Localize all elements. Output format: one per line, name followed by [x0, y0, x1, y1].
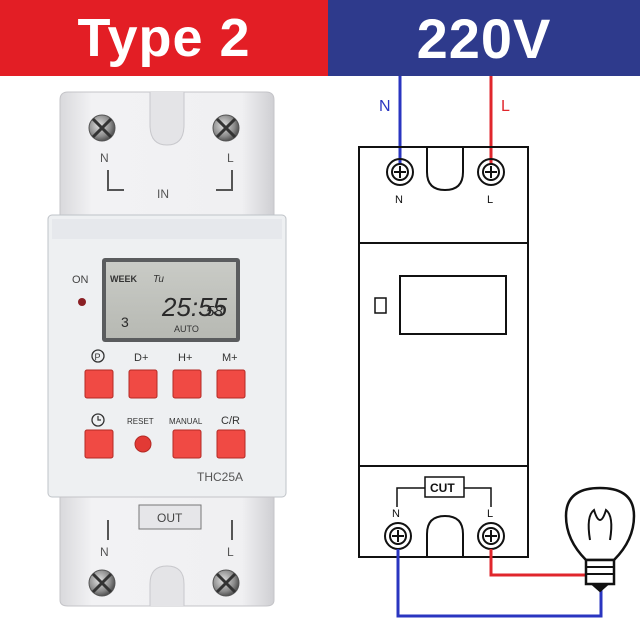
supply-n-label: N	[379, 98, 391, 115]
diagram-display	[399, 275, 507, 335]
cut-label: CUT	[430, 481, 455, 495]
diagram-bottom-slot	[426, 514, 464, 557]
live-load-wire	[489, 549, 588, 577]
lcd-screen	[106, 262, 236, 338]
d-plus-button[interactable]	[128, 369, 158, 399]
reset-button[interactable]	[134, 435, 152, 453]
manual-button[interactable]	[172, 429, 202, 459]
button-m-plus-label: M+	[222, 352, 238, 364]
cr-label: C/R	[221, 415, 240, 427]
diagram-indicator	[374, 297, 387, 314]
model-label: THC25A	[197, 470, 243, 484]
diagram-top-l-label: L	[487, 194, 493, 206]
program-icon: P	[91, 349, 105, 363]
clock-button[interactable]	[84, 429, 114, 459]
diagram-top-n-terminal	[386, 158, 414, 186]
diagram-bottom-l-terminal	[477, 522, 505, 550]
screw-top-right	[212, 114, 240, 142]
type-banner: Type 2	[0, 0, 328, 76]
manual-label: MANUAL	[169, 417, 203, 426]
diagram-top-slot	[426, 147, 464, 192]
h-plus-button[interactable]	[172, 369, 202, 399]
bottom-terminal-l-label: L	[227, 545, 234, 559]
button-h-plus-label: H+	[178, 352, 192, 364]
diagram-bottom-l-label: L	[487, 508, 493, 520]
lcd-day: Tu	[153, 274, 164, 285]
top-terminal-n-label: N	[100, 151, 109, 165]
screw-top-left	[88, 114, 116, 142]
clock-icon	[91, 413, 105, 427]
voltage-banner: 220V	[328, 0, 640, 76]
lcd-mode: AUTO	[174, 324, 199, 334]
cut-label-box	[424, 476, 465, 498]
mount-slot-bottom	[149, 565, 185, 606]
screw-bottom-left	[88, 569, 116, 597]
type-label: Type 2	[77, 8, 251, 68]
program-button[interactable]	[84, 369, 114, 399]
out-label: OUT	[157, 511, 183, 525]
diagram-bottom-n-label: N	[392, 508, 400, 520]
diagram-top-l-terminal	[477, 158, 505, 186]
svg-text:P: P	[95, 352, 101, 362]
button-d-plus-label: D+	[134, 352, 148, 364]
mount-slot-top	[149, 92, 185, 146]
neutral-load-wire	[396, 549, 603, 618]
bottom-terminal-n-label: N	[100, 545, 109, 559]
on-label: ON	[72, 274, 89, 286]
screw-bottom-right	[212, 569, 240, 597]
top-terminal-l-label: L	[227, 151, 234, 165]
m-plus-button[interactable]	[216, 369, 246, 399]
cr-button[interactable]	[216, 429, 246, 459]
supply-l-label: L	[501, 98, 510, 115]
reset-label: RESET	[127, 417, 154, 426]
in-label: IN	[157, 187, 169, 201]
out-label-box	[138, 504, 202, 530]
lcd-time: 25:55	[161, 292, 228, 322]
diagram-top-n-label: N	[395, 194, 403, 206]
voltage-label: 220V	[416, 6, 552, 70]
diagram-device-outline	[358, 146, 529, 558]
lcd-week: WEEK	[110, 274, 138, 284]
diagram-bottom-n-terminal	[384, 522, 412, 550]
lcd-program: 3	[121, 314, 129, 330]
lcd-seconds: 58	[206, 303, 223, 320]
on-indicator-led	[78, 298, 86, 306]
light-bulb-icon	[564, 486, 636, 593]
